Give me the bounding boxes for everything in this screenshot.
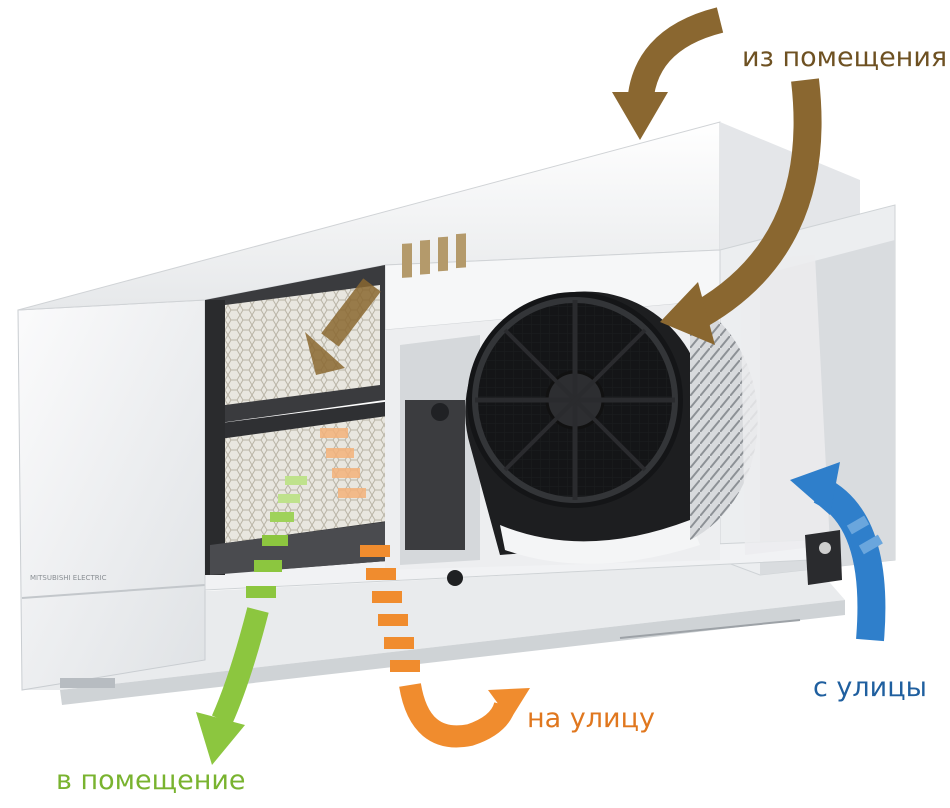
label-from-room: из помещения: [742, 42, 948, 73]
brand-mark: MITSUBISHI ELECTRIC: [30, 574, 107, 582]
heat-exchanger: [205, 265, 400, 575]
exhaust-airflow-arrows: [305, 7, 822, 375]
label-into-room: в помещение: [56, 765, 246, 796]
intake-airflow-arrow: [790, 462, 886, 642]
arrow-head-brown-top: [612, 92, 668, 140]
supply-airflow-arrows: [196, 476, 307, 765]
arrow-head-brown-fan: [660, 282, 715, 345]
fan-housing: [385, 255, 842, 586]
label-to-outdoors: на улицу: [527, 703, 655, 734]
label-from-street: с улицы: [813, 672, 927, 703]
outdoor-exhaust-arrows: [320, 428, 530, 748]
